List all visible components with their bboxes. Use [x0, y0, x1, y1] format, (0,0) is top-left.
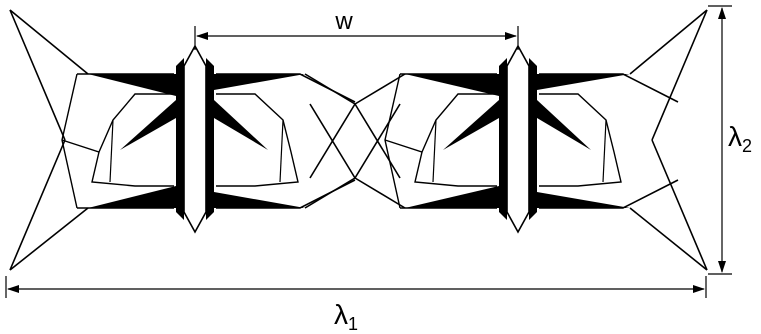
lambda1-dimension: λ1: [5, 276, 707, 334]
left-cell-bar: [183, 44, 207, 234]
right-unit-cell: [384, 44, 679, 234]
lambda2-label: λ2: [728, 121, 752, 156]
width-label: w: [334, 8, 353, 35]
lambda1-subscript: 1: [348, 314, 358, 334]
lambda2-subscript: 2: [742, 136, 752, 156]
lambda2-dimension: λ2: [708, 5, 752, 275]
left-cell-wedge: [88, 74, 176, 96]
outer-outline: [9, 9, 708, 271]
lambda1-label: λ1: [334, 299, 358, 334]
left-unit-cell: [61, 44, 356, 234]
right-cell-bar: [506, 44, 530, 234]
width-dimension: w: [194, 8, 519, 50]
